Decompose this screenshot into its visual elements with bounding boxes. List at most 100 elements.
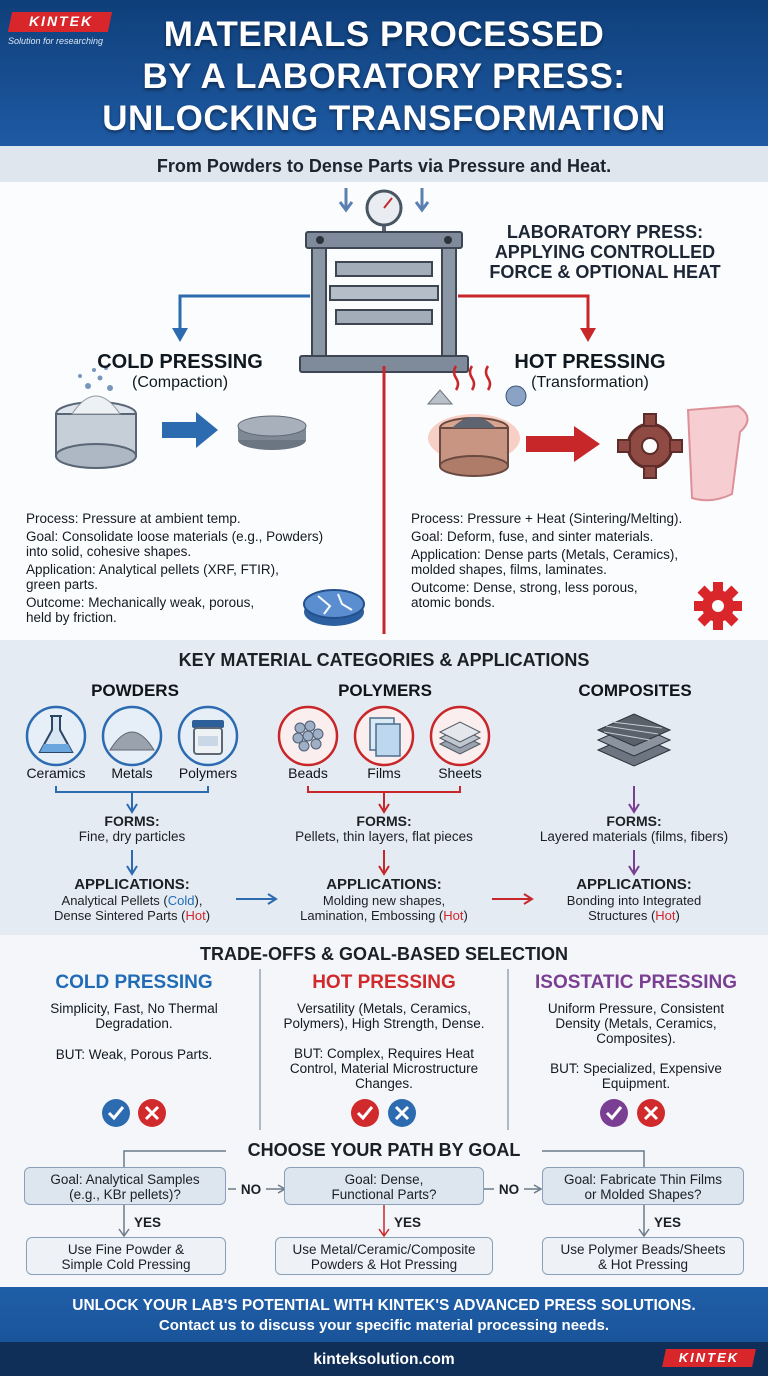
composites-app-2-end: ) (675, 908, 680, 923)
polymers-applications: APPLICATIONS: Molding new shapes, Lamina… (272, 876, 496, 923)
applications-label: APPLICATIONS: (74, 876, 190, 893)
composites-forms: FORMS: Layered materials (films, fibers) (518, 813, 750, 844)
polymers-app-2: Lamination, Embossing ( (300, 908, 444, 923)
sheets-icon (429, 705, 491, 767)
goal-box-dense: Goal: Dense, Functional Parts? (284, 1167, 484, 1205)
subtitle-band (0, 146, 768, 182)
result-1-line-1: Use Fine Powder & (67, 1242, 185, 1257)
cold-pro-2: Degradation. (95, 1016, 173, 1031)
hot-con-3: Changes. (355, 1076, 413, 1091)
goal-box-analytical: Goal: Analytical Samples (e.g., KBr pell… (24, 1167, 226, 1205)
pellet-icon (237, 415, 307, 450)
powder-item-ceramics: Ceramics (26, 765, 86, 781)
film-sheet-icon (686, 404, 749, 502)
trade-cold-title: COLD PRESSING (55, 972, 213, 993)
press-label-line-1: LABORATORY PRESS: (506, 222, 704, 242)
applications-label: APPLICATIONS: (326, 876, 442, 893)
hot-arrow-icon (526, 426, 600, 462)
result-box-polymer: Use Polymer Beads/Sheets & Hot Pressing (542, 1237, 744, 1275)
result-2-line-1: Use Metal/Ceramic/Composite (292, 1242, 476, 1257)
website-link[interactable]: kinteksolution.com (313, 1351, 455, 1368)
hot-pro-2: Polymers), High Strength, Dense. (283, 1016, 485, 1031)
yes-label-3: YES (654, 1215, 682, 1230)
composites-app-1: Bonding into Integrated (566, 893, 702, 908)
hot-con-1: BUT: Complex, Requires Heat (293, 1046, 475, 1061)
iso-con-1: BUT: Specialized, Expensive (550, 1061, 722, 1076)
footer-bottom-bar (0, 1342, 768, 1376)
polymers-app-1: Molding new shapes, (322, 893, 446, 908)
cold-arrow-icon (162, 412, 218, 448)
hot-tag: Hot (185, 908, 206, 923)
composite-layers-icon (596, 713, 672, 767)
hot-tag: Hot (655, 908, 676, 923)
flask-icon (25, 705, 87, 767)
powders-app-1-end: ), (194, 893, 203, 908)
title-line-3: UNLOCKING TRANSFORMATION (102, 99, 666, 138)
cold-subtitle: (Compaction) (131, 374, 229, 391)
polymers-forms-text: Pellets, thin layers, flat pieces (295, 829, 473, 844)
powders-forms: FORMS: Fine, dry particles (20, 813, 244, 844)
title-line-2: BY A LABORATORY PRESS: (142, 57, 626, 96)
hot-con-2: Control, Material Microstructure (289, 1061, 479, 1076)
forms-label: FORMS: (104, 813, 160, 829)
tradeoffs-diagram (102, 969, 665, 1238)
goal-1-line-2: (e.g., KBr pellets)? (69, 1187, 181, 1202)
goal-2-line-2: Functional Parts? (331, 1187, 437, 1202)
polymer-item-beads: Beads (288, 765, 328, 781)
hot-goal: Goal: Deform, fuse, and sinter materials… (411, 529, 654, 544)
polymers-forms: FORMS: Pellets, thin layers, flat pieces (264, 813, 504, 844)
powder-die-icon (55, 366, 137, 469)
hot-details: Process: Pressure + Heat (Sintering/Melt… (411, 511, 751, 610)
footer-subline: Contact us to discuss your specific mate… (158, 1317, 610, 1334)
no-label-2: NO (494, 1182, 524, 1197)
iso-pro-3: Composites). (596, 1031, 676, 1046)
cold-goal-1: Goal: Consolidate loose materials (e.g.,… (26, 529, 324, 544)
page-title: MATERIALS PROCESSED BY A LABORATORY PRES… (60, 14, 708, 140)
path-title: CHOOSE YOUR PATH BY GOAL (230, 1140, 538, 1161)
cold-outcome-1: Outcome: Mechanically weak, porous, (26, 595, 255, 610)
iso-con-2: Equipment. (601, 1076, 671, 1091)
goal-box-films: Goal: Fabricate Thin Films or Molded Sha… (542, 1167, 744, 1205)
footer-logo-text: KINTEK (678, 1350, 740, 1365)
forms-label: FORMS: (356, 813, 412, 829)
trade-hot-title: HOT PRESSING (312, 972, 456, 993)
cross-icon-hot (388, 1099, 416, 1127)
cold-outcome-2: held by friction. (26, 610, 117, 625)
gear-icon (617, 413, 683, 479)
cold-goal-2: into solid, cohesive shapes. (26, 544, 192, 559)
title-line-1: MATERIALS PROCESSED (163, 15, 605, 54)
hot-subtitle: (Transformation) (531, 374, 649, 391)
categories-section (0, 640, 768, 935)
goal-3-line-2: or Molded Shapes? (584, 1187, 702, 1202)
cross-icon-cold (138, 1099, 166, 1127)
polymer-item-films: Films (367, 765, 401, 781)
result-box-cold: Use Fine Powder & Simple Cold Pressing (26, 1237, 226, 1275)
powder-item-metals: Metals (111, 765, 153, 781)
yes-label-1: YES (134, 1215, 162, 1230)
trade-iso-title: ISOSTATIC PRESSING (535, 972, 737, 993)
goal-3-line-1: Goal: Fabricate Thin Films (563, 1172, 723, 1187)
powders-app-1: Analytical Pellets ( (61, 893, 168, 908)
goal-2-line-1: Goal: Dense, (344, 1172, 424, 1187)
hot-outcome-2: atomic bonds. (411, 595, 496, 610)
no-label-1: NO (236, 1182, 266, 1197)
polymers-app-2-end: ) (463, 908, 468, 923)
cold-process: Process: Pressure at ambient temp. (26, 511, 241, 526)
categories-diagram (25, 705, 672, 905)
composites-forms-text: Layered materials (films, fibers) (539, 829, 729, 844)
cold-application-1: Application: Analytical pellets (XRF, FT… (26, 562, 279, 577)
tradeoffs-title: TRADE-OFFS & GOAL-BASED SELECTION (200, 944, 568, 964)
result-box-hot: Use Metal/Ceramic/Composite Powders & Ho… (275, 1237, 493, 1275)
powders-title: POWDERS (91, 681, 179, 700)
press-label-line-3: FORCE & OPTIONAL HEAT (489, 262, 721, 282)
composites-title: COMPOSITES (578, 681, 692, 700)
films-icon (353, 705, 415, 767)
footer-headline: UNLOCK YOUR LAB'S POTENTIAL WITH KINTEK'… (72, 1297, 696, 1314)
polymers-title: POLYMERS (338, 681, 432, 700)
hydraulic-press-icon (299, 188, 469, 373)
result-2-line-2: Powders & Hot Pressing (310, 1257, 458, 1272)
cold-title: COLD PRESSING (97, 351, 263, 373)
powder-item-polymers: Polymers (178, 765, 238, 781)
logo-text: KINTEK (28, 13, 94, 29)
check-icon-cold (102, 1099, 130, 1127)
